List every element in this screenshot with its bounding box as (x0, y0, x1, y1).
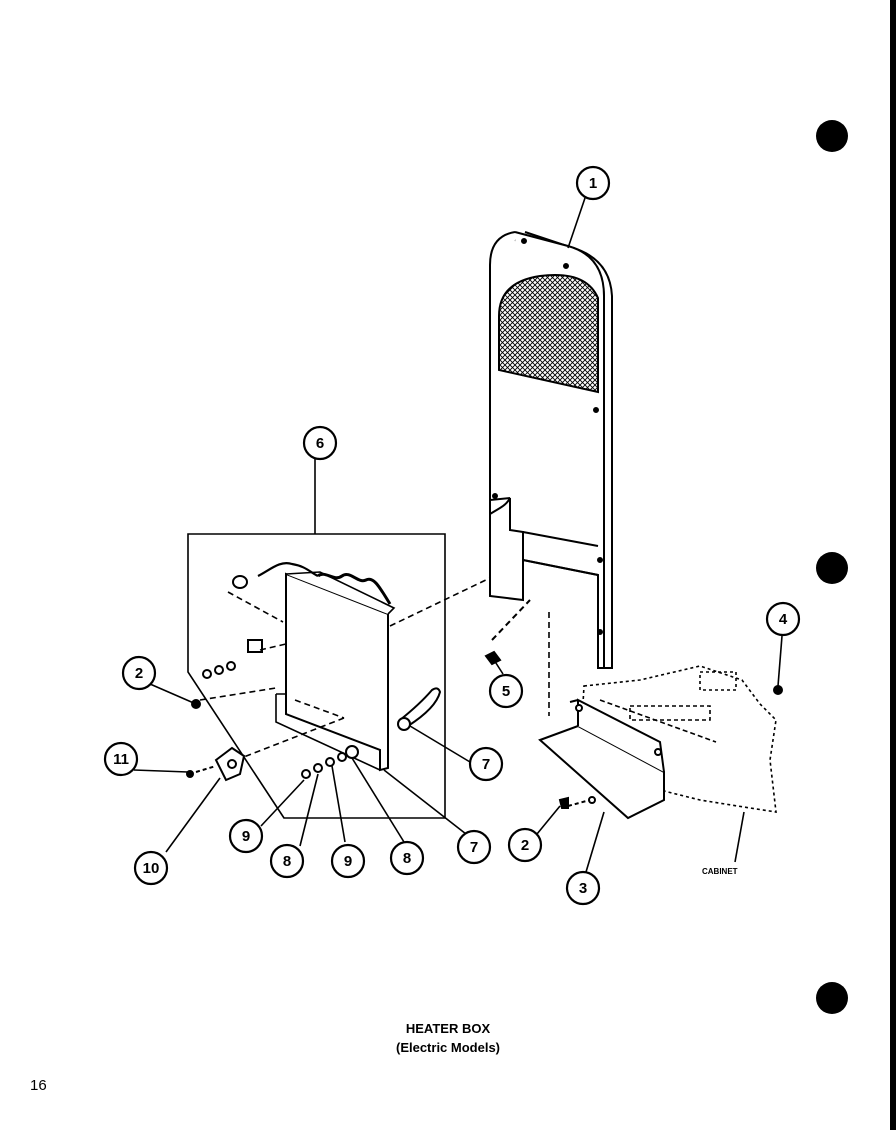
callout-4: 4 (765, 601, 801, 637)
binder-hole-middle (816, 552, 848, 584)
svg-text:8: 8 (403, 850, 411, 867)
callout-7-bottom: 7 (456, 829, 492, 865)
diagram-title: HEATER BOX (405, 1021, 491, 1036)
svg-text:2: 2 (135, 665, 143, 682)
callout-7-top: 7 (468, 746, 504, 782)
svg-text:7: 7 (482, 756, 490, 773)
sheet-edge (890, 0, 896, 1130)
callout-11: 11 (103, 741, 139, 777)
callout-3: 3 (565, 870, 601, 906)
svg-text:3: 3 (579, 880, 587, 897)
svg-text:10: 10 (143, 860, 160, 877)
svg-text:5: 5 (502, 683, 510, 700)
svg-text:4: 4 (779, 611, 788, 628)
screw-part-5 (484, 599, 531, 666)
thermostat-part-10 (186, 746, 246, 782)
svg-text:11: 11 (113, 751, 129, 768)
callout-6: 6 (302, 425, 338, 461)
heater-element-box-part-6 (187, 533, 491, 819)
callout-1: 1 (575, 165, 611, 201)
binder-hole-bottom (816, 982, 848, 1014)
vent-grille (498, 274, 599, 394)
svg-text:9: 9 (242, 828, 250, 845)
svg-text:2: 2 (521, 837, 529, 854)
screw-part-2-right (558, 796, 591, 809)
binder-hole-top (816, 120, 848, 152)
callout-2-left: 2 (121, 655, 157, 691)
callout-10: 10 (133, 850, 169, 886)
svg-text:6: 6 (316, 435, 324, 452)
back-panel-part-1 (489, 231, 613, 669)
callout-5: 5 (488, 673, 524, 709)
svg-text:7: 7 (470, 839, 478, 856)
callout-8-right: 8 (389, 840, 425, 876)
svg-text:1: 1 (589, 175, 597, 192)
svg-text:9: 9 (344, 853, 352, 870)
callout-8-left: 8 (269, 843, 305, 879)
diagram-subtitle: (Electric Models) (395, 1040, 501, 1055)
bracket-part-3 (538, 698, 665, 820)
page-number: 16 (30, 1077, 47, 1094)
svg-text:8: 8 (283, 853, 291, 870)
screw-part-4 (773, 685, 783, 695)
callout-9-left: 9 (228, 818, 264, 854)
cabinet-label: CABINET (702, 867, 738, 876)
leader-lines (133, 197, 783, 873)
callout-9-right: 9 (330, 843, 366, 879)
callout-2-right: 2 (507, 827, 543, 863)
